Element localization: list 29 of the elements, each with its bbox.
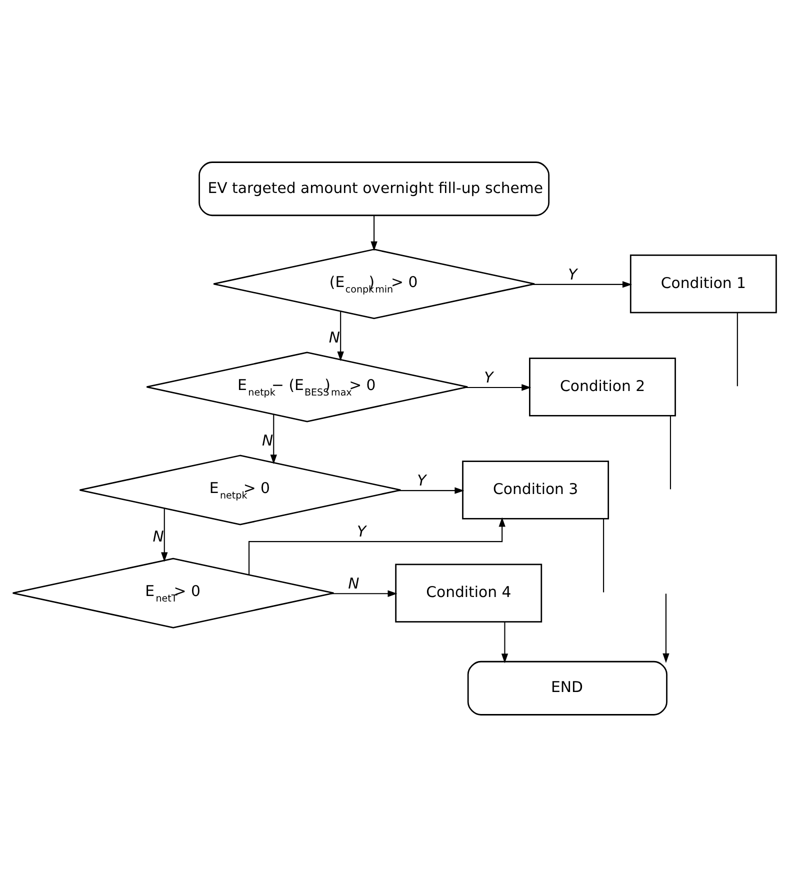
edge-label: Y [568,265,578,284]
arrow [465,384,532,391]
edge-label: N [262,432,274,450]
arrow [270,414,277,464]
node-box: EV targeted amount overnight fill-up scheme [198,162,550,216]
node-box: Condition 3 [462,460,610,520]
node-box: Condition 4 [395,564,542,622]
edge-label: N [348,574,360,593]
node-diamond: E$_{netT}$> 0 [12,558,334,628]
node-box: END [467,660,668,716]
node-box: Condition 2 [529,358,676,416]
edge-label: N [152,527,164,546]
node-box: Condition 1 [630,254,777,314]
arrow [370,216,378,251]
arrow [398,487,464,494]
connector [670,416,672,490]
arrow [248,517,506,575]
arrow [532,281,632,288]
arrow [161,508,168,562]
edge-label: Y [417,471,426,490]
edge-label: Y [484,368,494,386]
node-diamond: (E$_{conpk}$)$_{min}$> 0 [212,248,536,320]
connector [736,312,738,386]
arrow [331,590,398,597]
arrow [662,594,670,664]
edge-label: N [328,328,340,346]
connector [603,518,604,592]
arrow [337,311,344,362]
arrow [501,622,508,664]
